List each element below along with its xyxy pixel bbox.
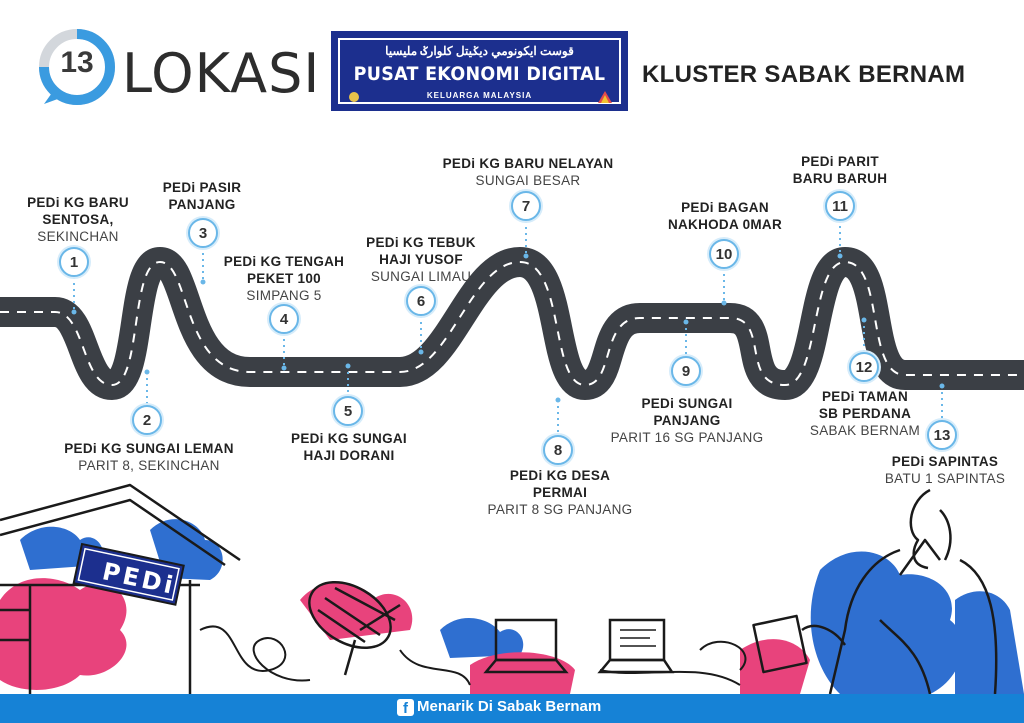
location-area: SABAK BERNAM	[809, 423, 921, 438]
location-marker-9[interactable]: 9	[671, 356, 701, 386]
location-label-9: PEDi SUNGAI PANJANG PARIT 16 SG PANJANG	[606, 395, 768, 446]
location-label-12: PEDi TAMAN SB PERDANA SABAK BERNAM	[800, 388, 930, 439]
location-label-1: PEDi KG BARU SENTOSA, SEKINCHAN	[16, 194, 140, 245]
location-marker-11[interactable]: 11	[825, 191, 855, 221]
location-area: PARIT 8, SEKINCHAN	[78, 458, 220, 473]
marker-number: 1	[69, 253, 79, 271]
marker-number: 4	[279, 310, 289, 328]
footer-text[interactable]: Menarik Di Sabak Bernam	[417, 698, 602, 715]
location-area: SIMPANG 5	[246, 288, 322, 303]
location-name: PEDi PASIR PANJANG	[162, 180, 242, 212]
location-label-13: PEDi SAPINTAS BATU 1 SAPINTAS	[880, 453, 1010, 487]
location-name: PEDi SUNGAI PANJANG	[641, 396, 733, 428]
paint-splashes	[0, 519, 1024, 694]
facebook-icon[interactable]: f	[397, 699, 414, 717]
location-marker-8[interactable]: 8	[543, 435, 573, 465]
location-name: PEDi KG SUNGAI LEMAN	[64, 441, 234, 456]
location-label-11: PEDi PARIT BARU BARUH	[786, 153, 894, 187]
marker-number: 9	[681, 362, 691, 380]
count-number: 13	[60, 46, 94, 79]
location-marker-3[interactable]: 3	[188, 218, 218, 248]
sign-subtitle: KELUARGA MALAYSIA	[426, 91, 533, 100]
lokasi-title: LOKASI	[122, 42, 321, 105]
location-area: PARIT 16 SG PANJANG	[610, 430, 764, 445]
location-label-2: PEDi KG SUNGAI LEMAN PARIT 8, SEKINCHAN	[48, 440, 250, 474]
location-name: PEDi KG SUNGAI HAJI DORANI	[291, 431, 407, 463]
marker-number: 7	[521, 197, 531, 215]
location-name: PEDi KG BARU SENTOSA,	[27, 195, 129, 227]
location-label-4: PEDi KG TENGAH PEKET 100 SIMPANG 5	[218, 253, 350, 304]
location-name: PEDi KG TENGAH PEKET 100	[223, 254, 345, 286]
marker-number: 6	[416, 292, 426, 310]
location-area: SUNGAI LIMAU	[370, 269, 472, 284]
marker-number: 5	[343, 402, 353, 420]
pedi-sign	[72, 542, 185, 606]
marker-number: 8	[553, 441, 563, 459]
location-marker-10[interactable]: 10	[709, 239, 739, 269]
marker-number: 12	[855, 358, 873, 376]
location-area: BATU 1 SAPINTAS	[884, 471, 1006, 486]
location-label-5: PEDi KG SUNGAI HAJI DORANI	[280, 430, 418, 464]
marker-number: 13	[933, 426, 951, 444]
location-marker-13[interactable]: 13	[927, 420, 957, 450]
location-marker-2[interactable]: 2	[132, 405, 162, 435]
sign-jawi-text: قوست ايكونومي ديݢيتل كلوارݢ مليسيا	[385, 44, 574, 58]
location-name: PEDi KG DESA PERMAI	[509, 468, 611, 500]
location-label-7: PEDi KG BARU NELAYAN SUNGAI BESAR	[430, 155, 626, 189]
cluster-title: KLUSTER SABAK BERNAM	[642, 61, 966, 88]
location-marker-1[interactable]: 1	[59, 247, 89, 277]
location-label-8: PEDi KG DESA PERMAI PARIT 8 SG PANJANG	[480, 467, 640, 518]
count-badge: 13	[38, 28, 116, 106]
marker-number: 11	[832, 197, 848, 215]
location-area: SEKINCHAN	[37, 229, 119, 244]
location-name: PEDi TAMAN SB PERDANA	[818, 389, 912, 421]
location-name: PEDi PARIT BARU BARUH	[792, 154, 888, 186]
location-name: PEDi SAPINTAS	[891, 454, 999, 469]
marker-number: 2	[142, 411, 152, 429]
location-name: PEDi BAGAN NAKHODA 0MAR	[667, 200, 783, 232]
marker-number: 10	[715, 245, 733, 263]
location-label-6: PEDi KG TEBUK HAJI YUSOF SUNGAI LIMAU	[358, 234, 484, 285]
marker-number: 3	[198, 224, 208, 242]
location-name: PEDi KG TEBUK HAJI YUSOF	[366, 235, 476, 267]
location-area: PARIT 8 SG PANJANG	[487, 502, 633, 517]
bottom-illustration	[0, 483, 1024, 694]
satellite-dish-drawing	[308, 581, 401, 676]
location-area: SUNGAI BESAR	[475, 173, 581, 188]
logo-triangle-icon	[598, 91, 612, 103]
footer-bar: f Menarik Di Sabak Bernam	[0, 694, 1024, 723]
location-marker-12[interactable]: 12	[849, 352, 879, 382]
location-label-3: PEDi PASIR PANJANG	[152, 179, 252, 213]
location-marker-6[interactable]: 6	[406, 286, 436, 316]
location-marker-4[interactable]: 4	[269, 304, 299, 334]
man-on-phone-drawing	[752, 488, 998, 694]
laptop-drawing	[483, 618, 675, 674]
location-name: PEDi KG BARU NELAYAN	[442, 156, 614, 171]
crest-icon	[349, 92, 359, 102]
location-marker-5[interactable]: 5	[333, 396, 363, 426]
location-marker-7[interactable]: 7	[511, 191, 541, 221]
sign-title: PUSAT EKONOMI DIGITAL	[353, 63, 606, 85]
pusat-ekonomi-digital-sign: قوست ايكونومي ديݢيتل كلوارݢ مليسيا PUSAT…	[331, 31, 628, 111]
location-label-10: PEDi BAGAN NAKHODA 0MAR	[650, 199, 800, 233]
